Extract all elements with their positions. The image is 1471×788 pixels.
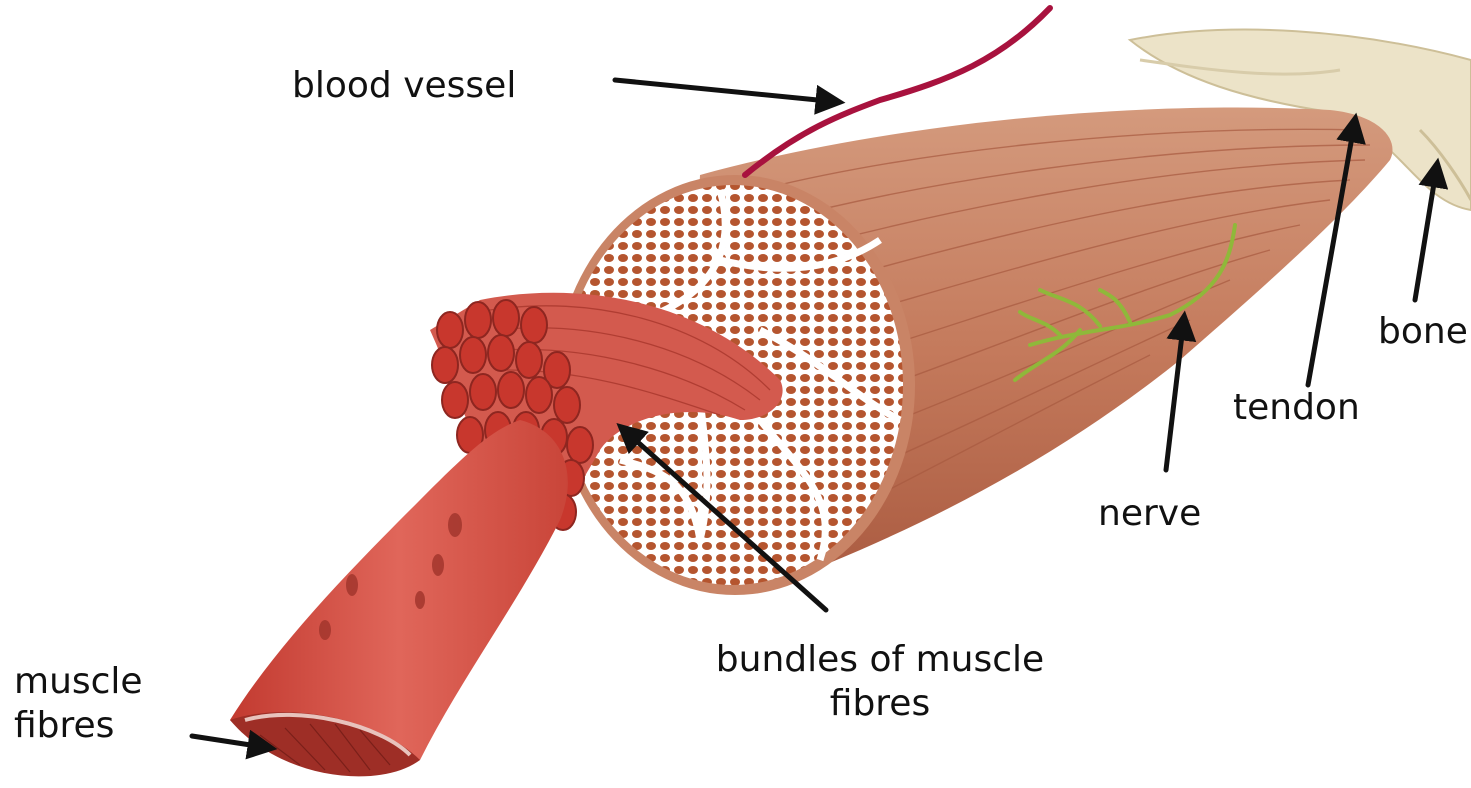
label-bundles-line2: fibres xyxy=(700,682,1060,726)
label-tendon: tendon xyxy=(1233,386,1360,430)
label-bundles-of-muscle-fibres: bundles of muscle fibres xyxy=(700,638,1060,726)
blood-vessel-arrow xyxy=(615,80,838,102)
label-bone: bone xyxy=(1378,310,1468,354)
label-muscle-fibres-line2: fibres xyxy=(14,704,143,748)
label-blood-vessel: blood vessel xyxy=(292,64,516,108)
label-muscle-fibres: muscle fibres xyxy=(14,660,143,748)
label-muscle-fibres-line1: muscle xyxy=(14,660,143,704)
muscle-fibre xyxy=(230,420,568,776)
label-bundles-line1: bundles of muscle xyxy=(700,638,1060,682)
label-nerve: nerve xyxy=(1098,492,1201,536)
